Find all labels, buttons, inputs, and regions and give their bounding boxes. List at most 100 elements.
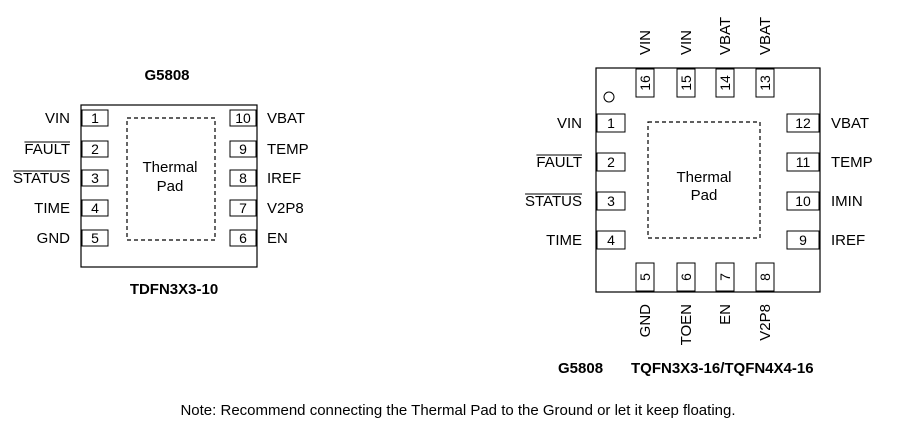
tqfn-left-pins: 1 VIN 2 FAULT 3 STATUS 4 TIME xyxy=(525,113,626,250)
tqfn-pin-number: 3 xyxy=(607,193,615,209)
tqfn-pin-number: 10 xyxy=(795,193,811,209)
tdfn-title: G5808 xyxy=(144,67,189,84)
tdfn-pin-pad xyxy=(81,140,109,158)
tdfn-pad-label-line2: Pad xyxy=(157,178,184,195)
footnote: Note: Recommend connecting the Thermal P… xyxy=(180,402,735,419)
tqfn-pin-number: 14 xyxy=(717,75,733,91)
tqfn-pin-pad xyxy=(786,113,820,133)
tdfn-pin-pad xyxy=(229,140,257,158)
tqfn-pin-name: VBAT xyxy=(831,115,869,132)
tqfn-pad-label-line1: Thermal xyxy=(676,169,731,186)
tdfn-pin-name: IREF xyxy=(267,170,301,187)
tdfn-right-pins: 10 VBAT 9 TEMP 8 IREF 7 V2P8 6 EN xyxy=(229,109,309,247)
tqfn-pin-name: TEMP xyxy=(831,154,873,171)
tdfn-pin-number: 3 xyxy=(91,170,99,186)
tqfn-body xyxy=(595,67,821,293)
tdfn-pin-name: VBAT xyxy=(267,110,305,127)
tqfn-pin-name: VIN xyxy=(678,30,695,55)
tqfn-pin-name: VIN xyxy=(637,30,654,55)
tdfn-pin-name: FAULT xyxy=(24,141,70,158)
tqfn-pin-pad xyxy=(596,113,626,133)
tqfn-pin-name: V2P8 xyxy=(757,304,774,341)
tqfn-pin-name: VIN xyxy=(557,115,582,132)
tqfn-pin-pad xyxy=(596,191,626,211)
tqfn-pin-pad xyxy=(755,68,775,98)
tdfn-pin-name: TEMP xyxy=(267,141,309,158)
tdfn-pin-name: TIME xyxy=(34,200,70,217)
tdfn-pin-name: V2P8 xyxy=(267,200,304,217)
tqfn-pin-number: 15 xyxy=(678,75,694,91)
tdfn-pin-pad xyxy=(229,109,257,127)
tqfn-pin-name: FAULT xyxy=(536,154,582,171)
tdfn-pin-number: 4 xyxy=(91,200,99,216)
tdfn-pin-number: 10 xyxy=(235,110,251,126)
tdfn-pin-pad xyxy=(81,199,109,217)
tdfn-left-pins: 1 VIN 2 FAULT 3 STATUS 4 TIME 5 GND xyxy=(13,109,109,247)
tqfn-pin-number: 5 xyxy=(637,273,653,281)
tdfn-pin-name: VIN xyxy=(45,110,70,127)
tdfn-body xyxy=(80,104,258,268)
tqfn-pin-name: TOEN xyxy=(678,304,695,345)
tdfn-pin-number: 2 xyxy=(91,141,99,157)
tqfn-pin-number: 9 xyxy=(799,232,807,248)
tdfn-pin-number: 5 xyxy=(91,230,99,246)
tqfn-top-pins: 16 VIN 15 VIN 14 VBAT 13 VBAT xyxy=(635,17,775,98)
tqfn-pin-number: 12 xyxy=(795,115,811,131)
tqfn-pin-number: 13 xyxy=(757,75,773,91)
tqfn-pin-pad xyxy=(635,68,655,98)
tdfn-pin-name: STATUS xyxy=(13,170,70,187)
tdfn-thermal-pad xyxy=(126,117,216,241)
tqfn-pin-name: TIME xyxy=(546,232,582,249)
tdfn-pin-pad xyxy=(229,229,257,247)
tdfn-pin-pad xyxy=(229,199,257,217)
tqfn-pad-label-line2: Pad xyxy=(691,187,718,204)
tdfn-pin-number: 9 xyxy=(239,141,247,157)
tdfn-pin-pad xyxy=(81,229,109,247)
tqfn-pin-pad xyxy=(715,68,735,98)
tqfn-pin-pad xyxy=(596,152,626,172)
tqfn-pin-pad xyxy=(786,152,820,172)
tqfn-pin-pad xyxy=(786,230,820,250)
tdfn-pin-pad xyxy=(229,169,257,187)
tdfn-package: G5808 Thermal Pad 1 VIN 2 FAULT 3 STATUS 4 TIME… xyxy=(13,67,309,298)
tqfn-pin-number: 11 xyxy=(796,154,811,170)
tqfn-pin-name: IREF xyxy=(831,232,865,249)
tqfn-pin-number: 8 xyxy=(757,273,773,281)
pin1-marker-icon xyxy=(603,91,615,103)
tdfn-pad-label-line1: Thermal xyxy=(142,159,197,176)
tqfn-thermal-pad xyxy=(647,121,761,239)
tqfn-title: G5808 xyxy=(558,360,603,377)
tqfn-pin-number: 16 xyxy=(637,75,653,91)
tdfn-pin-name: EN xyxy=(267,230,288,247)
tqfn-pin-number: 6 xyxy=(678,273,694,281)
tqfn-pin-pad xyxy=(596,230,626,250)
tqfn-pin-number: 2 xyxy=(607,154,615,170)
tdfn-pin-number: 8 xyxy=(239,170,247,186)
tdfn-package-label: TDFN3X3-10 xyxy=(130,281,218,298)
tdfn-pin-pad xyxy=(81,109,109,127)
tqfn-pin-name: VBAT xyxy=(717,17,734,55)
tdfn-pin-number: 7 xyxy=(239,200,247,216)
tqfn-package-label: TQFN3X3-16/TQFN4X4-16 xyxy=(631,360,814,377)
tdfn-pin-pad xyxy=(81,169,109,187)
tqfn-pin-pad xyxy=(715,262,735,292)
tqfn-pin-name: VBAT xyxy=(757,17,774,55)
tqfn-pin-name: EN xyxy=(717,304,734,325)
tqfn-pin-pad xyxy=(755,262,775,292)
tqfn-pin-name: STATUS xyxy=(525,193,582,210)
tdfn-pin-number: 1 xyxy=(91,110,99,126)
tdfn-pin-number: 6 xyxy=(239,230,247,246)
tqfn-pin-number: 4 xyxy=(607,232,615,248)
tqfn-pin-name: IMIN xyxy=(831,193,863,210)
tdfn-pin-name: GND xyxy=(37,230,71,247)
tqfn-pin-pad xyxy=(676,68,696,98)
tqfn-pin-pad xyxy=(676,262,696,292)
tqfn-pin-number: 7 xyxy=(717,273,733,281)
tqfn-pin-pad xyxy=(786,191,820,211)
tqfn-pin-name: GND xyxy=(637,304,654,338)
tqfn-pin-pad xyxy=(635,262,655,292)
tqfn-pin-number: 1 xyxy=(607,115,615,131)
